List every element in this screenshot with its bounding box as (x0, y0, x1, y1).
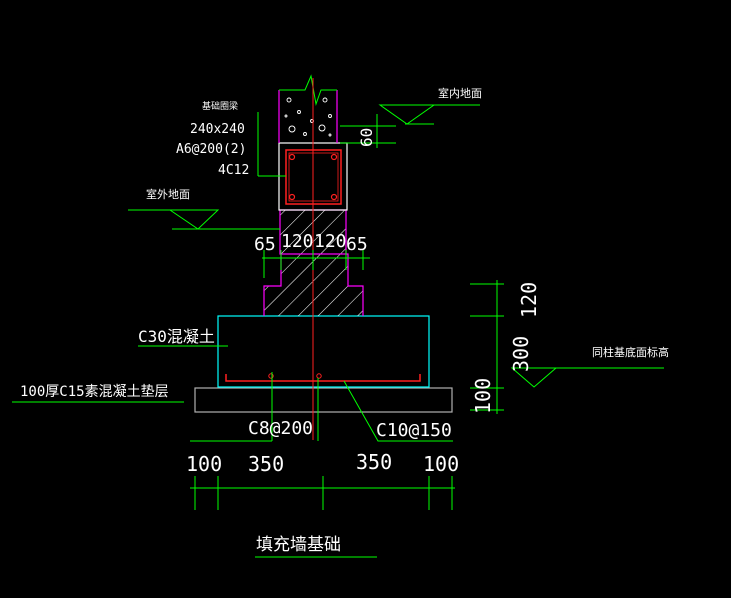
beam-bar (330, 193, 338, 201)
beam-bar (288, 193, 296, 201)
ring-beam-stirrups: A6@200(2) (176, 142, 246, 157)
bottom-dim-4: 100 (423, 452, 459, 476)
dimension-lines (12, 104, 664, 558)
height-dim-300: 300 (509, 336, 533, 372)
step-dim-mid-left: 120 (281, 231, 314, 252)
height-dim-120: 120 (517, 282, 541, 318)
concrete-footing (217, 315, 430, 388)
outdoor-ground-label: 室外地面 (146, 187, 190, 201)
bottom-dim-2: 350 (248, 452, 284, 476)
drawing-title: 填充墙基础 (256, 535, 341, 555)
rebar-left-label: C8@200 (248, 418, 313, 439)
indoor-floor-label: 室内地面 (438, 86, 482, 100)
beam-bar (330, 153, 338, 161)
height-dim-100: 100 (471, 378, 495, 414)
bottom-dim-3: 350 (356, 450, 392, 474)
step-dim-right: 65 (346, 234, 368, 255)
bottom-dim-1: 100 (186, 452, 222, 476)
rebar-dot (316, 373, 322, 379)
rebar-dot (268, 373, 274, 379)
beam-bar (288, 153, 296, 161)
annotations: 基础圈梁 240x240 A6@200(2) 4C12 室内地面 室外地面 同柱… (20, 86, 669, 555)
wall-fill-dots (284, 97, 332, 137)
ring-beam-bars: 4C12 (218, 163, 249, 178)
column-base-level-label: 同柱基底面标高 (592, 345, 669, 359)
bottom-rebar (225, 374, 421, 382)
ring-beam-name: 基础圈梁 (202, 100, 238, 112)
concrete-label: C30混凝土 (138, 327, 215, 346)
cushion-layer (194, 387, 453, 413)
ring-beam-size: 240x240 (190, 122, 245, 137)
indoor-offset-dim: 60 (357, 128, 376, 147)
break-line (279, 74, 337, 106)
wall-outline (278, 90, 338, 143)
step-dim-mid-right: 120 (314, 231, 347, 252)
rebar-right-label: C10@150 (376, 420, 452, 441)
cushion-label: 100厚C15素混凝土垫层 (20, 384, 169, 400)
step-dim-left: 65 (254, 234, 276, 255)
